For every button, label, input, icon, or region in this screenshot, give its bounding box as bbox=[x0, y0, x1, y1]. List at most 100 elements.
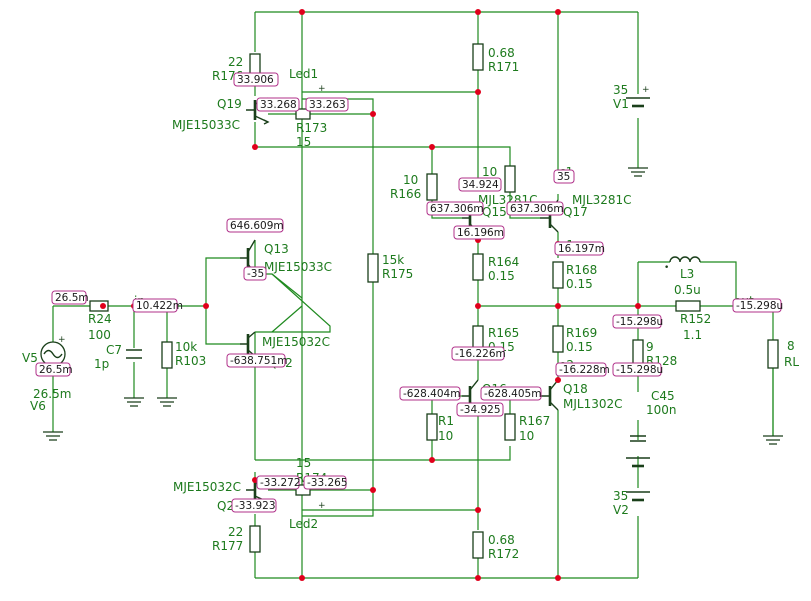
label-r174-value: 15 bbox=[296, 456, 311, 470]
label-r128-value: 9 bbox=[646, 340, 654, 354]
probe-box bbox=[732, 298, 782, 313]
probe-value: -34.925 bbox=[460, 404, 501, 416]
label-r175-name: R175 bbox=[382, 267, 413, 281]
probe-box bbox=[399, 386, 461, 401]
resistor-r169 bbox=[552, 325, 564, 353]
label-r176-value: 22 bbox=[228, 55, 243, 69]
probe-value: 16.196m bbox=[457, 227, 504, 239]
probe-value: 26.5m bbox=[55, 292, 89, 304]
resistor-r168 bbox=[552, 261, 564, 289]
probe-box bbox=[506, 201, 564, 216]
label-v2-value: 35 bbox=[613, 489, 628, 503]
probe-p-v5: 26.5m bbox=[35, 362, 73, 377]
net-labels: inoutc1e1e2 bbox=[134, 165, 754, 372]
label-r164-name: 0.15 bbox=[488, 269, 515, 283]
label-r152-name: 1.1 bbox=[683, 328, 702, 342]
svg-text:+: + bbox=[58, 335, 66, 345]
probe-p-q16e: -34.925 bbox=[456, 402, 504, 417]
label-v6-name: V6 bbox=[30, 399, 46, 413]
label-r167-name: 10 bbox=[519, 429, 534, 443]
label-v5-name: V5 bbox=[22, 351, 38, 365]
label-c45-value: C45 bbox=[651, 389, 675, 403]
probe-box bbox=[243, 266, 267, 281]
label-c7-value: C7 bbox=[106, 343, 122, 357]
svg-text:•: • bbox=[664, 263, 669, 273]
label-r177-value: 22 bbox=[228, 525, 243, 539]
resistor-r24 bbox=[89, 300, 109, 312]
probe-box bbox=[303, 475, 347, 490]
probe-p-q13e: -35 bbox=[243, 266, 267, 281]
label-r168-name: 0.15 bbox=[566, 277, 593, 291]
probe-p-q15e: 16.196m bbox=[453, 225, 505, 240]
probe-box bbox=[453, 225, 505, 240]
probe-value: -15.298u bbox=[616, 316, 663, 328]
probe-value: -16.226m bbox=[455, 348, 506, 360]
label-q13-value: Q13 bbox=[264, 242, 289, 256]
resistor-rl bbox=[767, 339, 779, 369]
label-q15-name: Q15 bbox=[482, 205, 507, 219]
resistor-r103 bbox=[161, 341, 173, 369]
probe-p-q12e: -638.751m bbox=[226, 353, 287, 368]
probe-value: 33.268 bbox=[260, 99, 297, 111]
probe-p-q18: -628.405m bbox=[480, 386, 542, 401]
probe-p-q19b: 33.906 bbox=[233, 72, 279, 87]
label-r164-value: R164 bbox=[488, 255, 519, 269]
label-r166-name: R166 bbox=[390, 187, 421, 201]
label-q19-name: MJE15033C bbox=[172, 118, 240, 132]
probe-box bbox=[555, 362, 607, 377]
probe-value: 33.906 bbox=[237, 74, 274, 86]
probe-value: 34.924 bbox=[462, 179, 499, 191]
probe-box bbox=[226, 218, 284, 233]
label-l3-value: L3 bbox=[680, 267, 694, 281]
probe-box bbox=[458, 177, 502, 192]
label-c45-name: 100n bbox=[646, 403, 677, 417]
label-q13-name: MJE15033C bbox=[264, 260, 332, 274]
ground-symbols bbox=[43, 167, 783, 445]
label-r170-value: 10 bbox=[482, 165, 497, 179]
probe-p-q20c: -33.272 bbox=[256, 475, 301, 490]
svg-text:+: + bbox=[642, 85, 650, 95]
probe-box bbox=[554, 241, 604, 256]
probe-value: 26.5m bbox=[39, 364, 73, 376]
probe-value: -33.923 bbox=[235, 500, 276, 512]
probe-value: 637.306m bbox=[430, 203, 484, 215]
label-r103-name: R103 bbox=[175, 354, 206, 368]
label-r168-value: R168 bbox=[566, 263, 597, 277]
label-r173-value: R173 bbox=[296, 121, 327, 135]
probe-p-r128: -15.298u bbox=[612, 362, 663, 377]
probe-p-q15b: 34.924 bbox=[458, 177, 502, 192]
led2-plus: + bbox=[318, 501, 326, 511]
label-r172-value: 0.68 bbox=[488, 533, 515, 547]
capacitor-c7 bbox=[126, 349, 142, 359]
inductor-l3 bbox=[669, 256, 701, 263]
probe-p-c1: 35 bbox=[553, 169, 575, 184]
component-symbols: • + + + + bbox=[40, 43, 783, 559]
label-v2-name: V2 bbox=[613, 503, 629, 517]
probe-value: 637.306m bbox=[510, 203, 564, 215]
label-r1x-value: R1 bbox=[438, 414, 454, 428]
label-r167-value: R167 bbox=[519, 414, 550, 428]
label-r177-name: R177 bbox=[212, 539, 243, 553]
label-r171-value: 0.68 bbox=[488, 46, 515, 60]
label-q18-name: MJL1302C bbox=[563, 397, 623, 411]
wires bbox=[52, 11, 774, 579]
voltage-text-v6val: 26.5m bbox=[33, 387, 71, 401]
probe-value: -35 bbox=[247, 268, 264, 280]
probe-box bbox=[451, 346, 505, 361]
probe-value: 16.197m bbox=[558, 243, 605, 255]
probe-box bbox=[305, 97, 349, 112]
probe-box bbox=[256, 97, 300, 112]
probe-value: -33.265 bbox=[307, 477, 348, 489]
label-r152-value: R152 bbox=[680, 312, 711, 326]
label-r1x-name: 10 bbox=[438, 429, 453, 443]
probe-p-q19e: 33.268 bbox=[256, 97, 300, 112]
resistor-r166 bbox=[426, 173, 438, 201]
label-r173-name: 15 bbox=[296, 135, 311, 149]
probe-box bbox=[426, 201, 484, 216]
resistor-r174 bbox=[295, 484, 311, 496]
label-led1-name: Led1 bbox=[289, 67, 318, 81]
label-r169-name: 0.15 bbox=[566, 340, 593, 354]
label-q20-value: MJE15032C bbox=[173, 480, 241, 494]
